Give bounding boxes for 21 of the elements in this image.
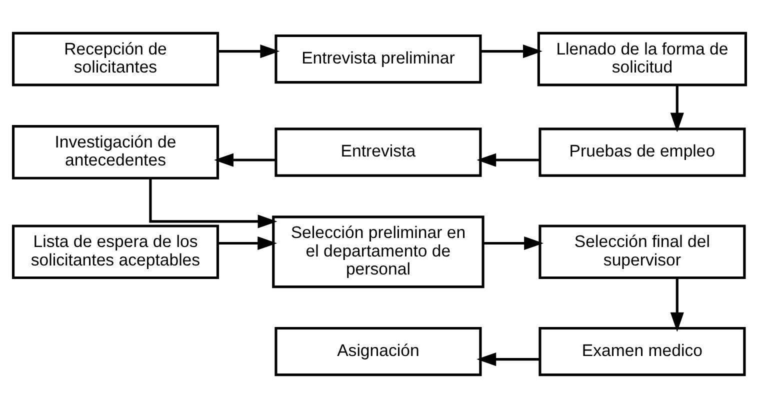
arrow (476, 352, 540, 366)
node-box: Asignación (274, 326, 482, 376)
node-box: Entrevista (274, 127, 482, 176)
node-box: Llenado de la forma de solicitud (537, 31, 748, 86)
node-box: Examen medico (538, 326, 746, 376)
node-box: Selección final del supervisor (538, 224, 746, 279)
arrow (480, 44, 542, 58)
node-box: Selección preliminar en el departamento de personal (272, 215, 484, 288)
arrow (218, 236, 278, 250)
node-box: Investigación de antecedentes (12, 124, 220, 179)
arrow (483, 236, 544, 250)
node-box: Pruebas de empleo (538, 127, 746, 176)
node-box: Lista de espera de los solicitantes aceptables (12, 224, 220, 279)
arrow (476, 152, 540, 166)
arrow (149, 178, 278, 228)
node-box: Recepción de solicitantes (12, 31, 220, 86)
arrow (218, 44, 280, 58)
arrow (670, 84, 684, 132)
arrow (670, 278, 684, 332)
node-box: Entrevista preliminar (274, 34, 482, 84)
arrow (214, 152, 276, 166)
